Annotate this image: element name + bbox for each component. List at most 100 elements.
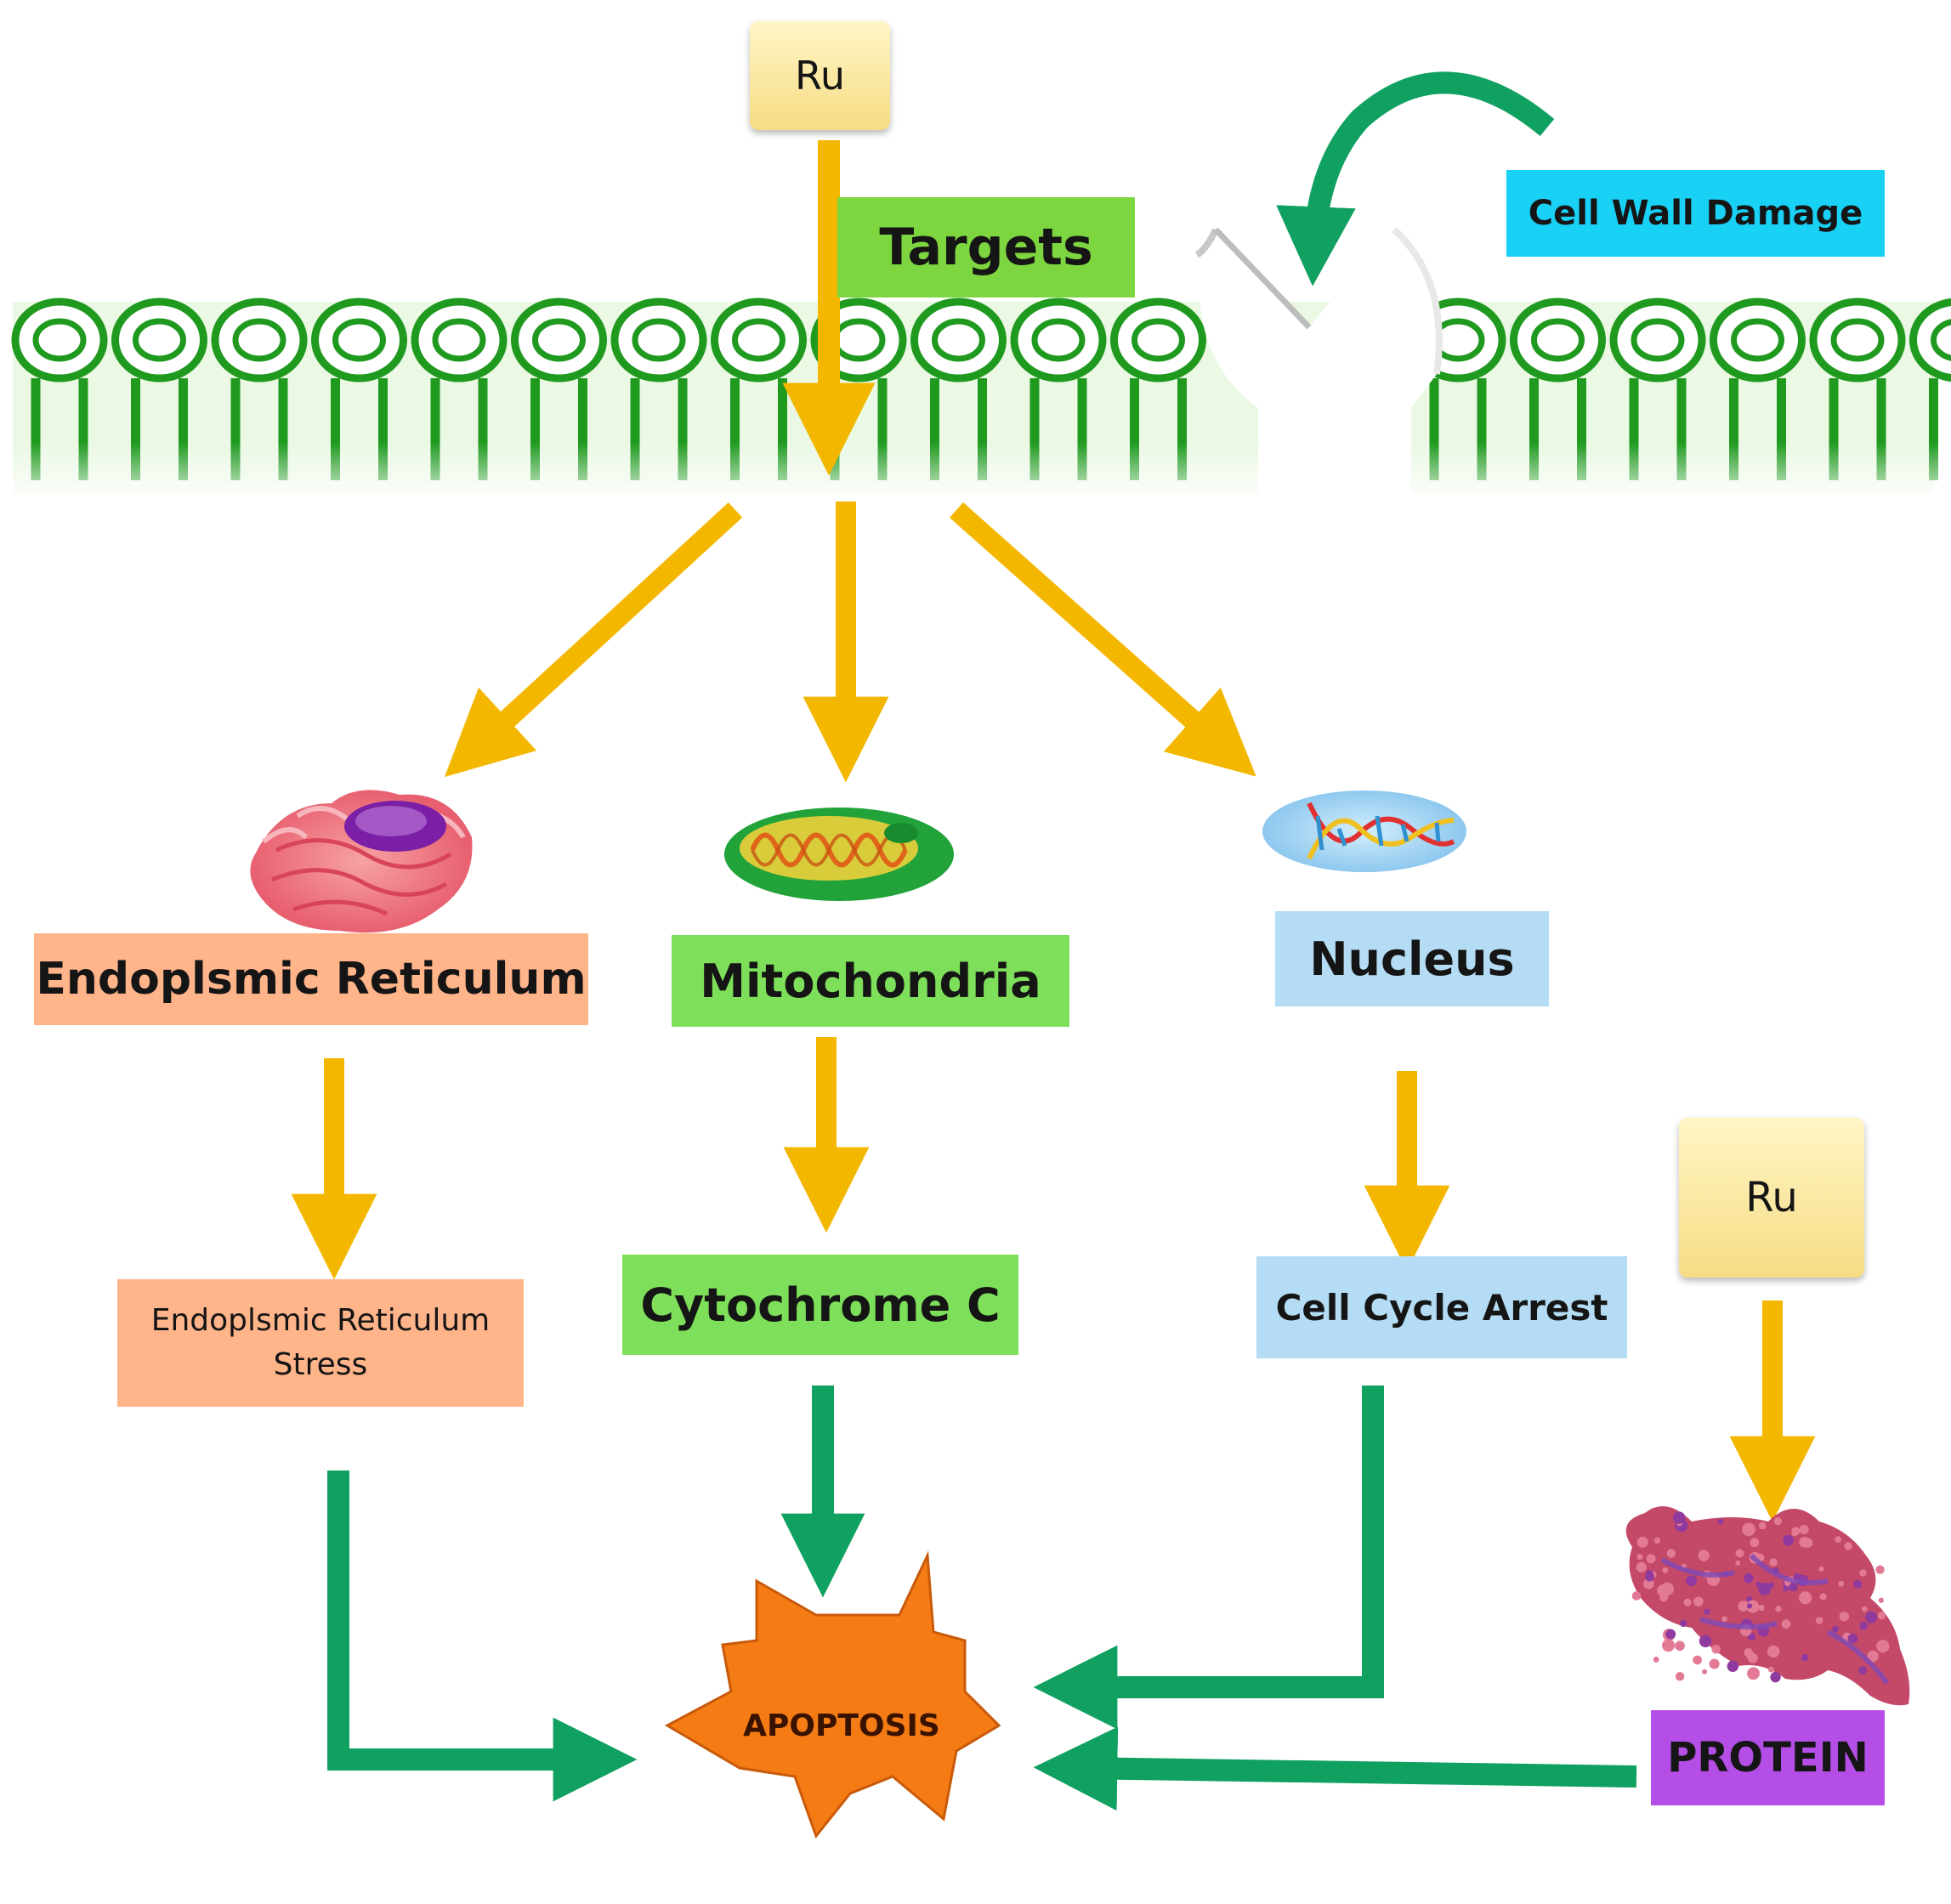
protein-atom xyxy=(1636,1536,1648,1548)
protein-atom xyxy=(1693,1596,1704,1607)
protein-atom xyxy=(1683,1598,1692,1606)
protein-atom xyxy=(1867,1650,1879,1663)
lipid-head-inner xyxy=(232,318,286,362)
protein-atom xyxy=(1750,1538,1760,1548)
protein-atom xyxy=(1832,1625,1840,1633)
cell-wall-damage-box: Cell Wall Damage xyxy=(1506,170,1885,257)
protein-atom xyxy=(1746,1652,1756,1662)
protein-atom xyxy=(1876,1640,1890,1653)
lipid-head-inner xyxy=(32,318,87,362)
protein-atom xyxy=(1680,1619,1687,1628)
protein-atom xyxy=(1672,1511,1686,1524)
er-stress-box: Endoplsmic Reticulum Stress xyxy=(117,1279,524,1407)
er-stress-label-line1: Endoplsmic Reticulum xyxy=(150,1302,491,1338)
cell-cycle-arrest-label: Cell Cycle Arrest xyxy=(1275,1286,1608,1329)
protein-atom xyxy=(1758,1604,1765,1612)
lipid-head-inner xyxy=(1131,318,1185,362)
apoptosis-label: APOPTOSIS xyxy=(743,1708,940,1743)
protein-atom xyxy=(1721,1616,1727,1623)
lipid-head xyxy=(311,298,407,382)
protein-atom xyxy=(1727,1660,1739,1673)
protein-atom xyxy=(1758,1522,1767,1530)
lipid-head-inner xyxy=(1531,318,1585,362)
protein-atom xyxy=(1642,1578,1654,1590)
lipid-head-inner xyxy=(1631,318,1685,362)
protein-atom xyxy=(1877,1612,1886,1620)
protein-atom xyxy=(1781,1619,1791,1629)
arrow-to-endoplasmic-reticulum xyxy=(444,502,743,778)
protein-atom xyxy=(1662,1567,1669,1573)
lipid-head xyxy=(910,298,1007,382)
lipid-head-inner xyxy=(732,318,786,362)
protein-atom xyxy=(1747,1667,1760,1680)
protein-atom xyxy=(1799,1536,1811,1548)
arrow-to-nucleus xyxy=(950,502,1256,777)
protein-box: PROTEIN xyxy=(1651,1710,1885,1805)
arrow-stress-to-apoptosis xyxy=(327,1470,638,1802)
lipid-head xyxy=(1110,298,1206,382)
cell-wall-damage-label: Cell Wall Damage xyxy=(1528,194,1863,233)
lipid-head xyxy=(1510,298,1606,382)
lipid-head xyxy=(111,298,207,382)
lipid-head-inner xyxy=(332,318,386,362)
protein-atom xyxy=(1735,1560,1741,1566)
protein-atom xyxy=(1699,1635,1712,1647)
nucleus-label: Nucleus xyxy=(1309,932,1515,986)
apoptosis-star xyxy=(664,1550,1001,1839)
lipid-head xyxy=(511,298,607,382)
lipid-head xyxy=(11,298,108,382)
protein-atom xyxy=(1767,1666,1774,1673)
protein-atom xyxy=(1853,1579,1863,1589)
lipid-head-inner xyxy=(1931,319,1951,361)
protein-atom xyxy=(1767,1645,1780,1658)
protein-atom xyxy=(1631,1591,1642,1601)
protein-atom xyxy=(1744,1572,1754,1584)
protein-atom xyxy=(1693,1655,1702,1665)
mitochondria-label: Mitochondria xyxy=(700,954,1041,1008)
protein-atom xyxy=(1773,1516,1782,1526)
protein-atom xyxy=(1775,1606,1782,1612)
apoptosis-box: APOPTOSIS xyxy=(731,1696,952,1755)
lipid-head-inner xyxy=(133,318,186,362)
protein-atom xyxy=(1701,1669,1708,1674)
endoplasmic-reticulum-box: Endoplsmic Reticulum xyxy=(34,933,588,1025)
protein-atom xyxy=(1859,1621,1868,1630)
protein-atom xyxy=(1742,1522,1755,1537)
protein-atom xyxy=(1783,1534,1795,1546)
lipid-head-inner xyxy=(632,318,686,362)
protein-atom xyxy=(1758,1582,1772,1595)
lipid-head-inner xyxy=(432,318,486,362)
protein-atom xyxy=(1875,1565,1885,1574)
protein-atom xyxy=(1636,1561,1647,1572)
lipid-head-inner xyxy=(1031,318,1086,362)
arrow-protein-to-apoptosis xyxy=(1033,1726,1637,1811)
protein-atom xyxy=(1665,1629,1676,1640)
lipid-head xyxy=(1609,298,1706,382)
protein-atom xyxy=(1646,1554,1656,1564)
protein-atom xyxy=(1844,1542,1852,1550)
cytochrome-c-box: Cytochrome C xyxy=(622,1255,1018,1355)
endoplasmic-reticulum-icon xyxy=(250,790,473,933)
protein-atom xyxy=(1711,1644,1721,1654)
nucleus-dna-icon xyxy=(1262,790,1466,872)
protein-label: PROTEIN xyxy=(1667,1734,1869,1782)
cytochrome-c-label: Cytochrome C xyxy=(640,1278,1001,1332)
lipid-head xyxy=(1710,298,1806,382)
protein-atom xyxy=(1838,1580,1845,1587)
protein-atom xyxy=(1709,1658,1720,1669)
cell-wall-damage-arrow xyxy=(1276,71,1555,286)
lipid-head-inner xyxy=(1731,318,1784,362)
protein-atom xyxy=(1653,1537,1661,1544)
protein-atom xyxy=(1738,1601,1750,1612)
protein-atom xyxy=(1686,1575,1697,1587)
protein-atom xyxy=(1789,1582,1798,1592)
protein-atom xyxy=(1859,1569,1867,1577)
protein-atom xyxy=(1783,1585,1789,1592)
lipid-head xyxy=(711,298,807,382)
protein-atom xyxy=(1799,1525,1809,1535)
protein-atom xyxy=(1662,1639,1676,1652)
protein-atom xyxy=(1735,1549,1744,1558)
nucleus-box: Nucleus xyxy=(1275,911,1549,1006)
protein-atom xyxy=(1657,1584,1669,1596)
